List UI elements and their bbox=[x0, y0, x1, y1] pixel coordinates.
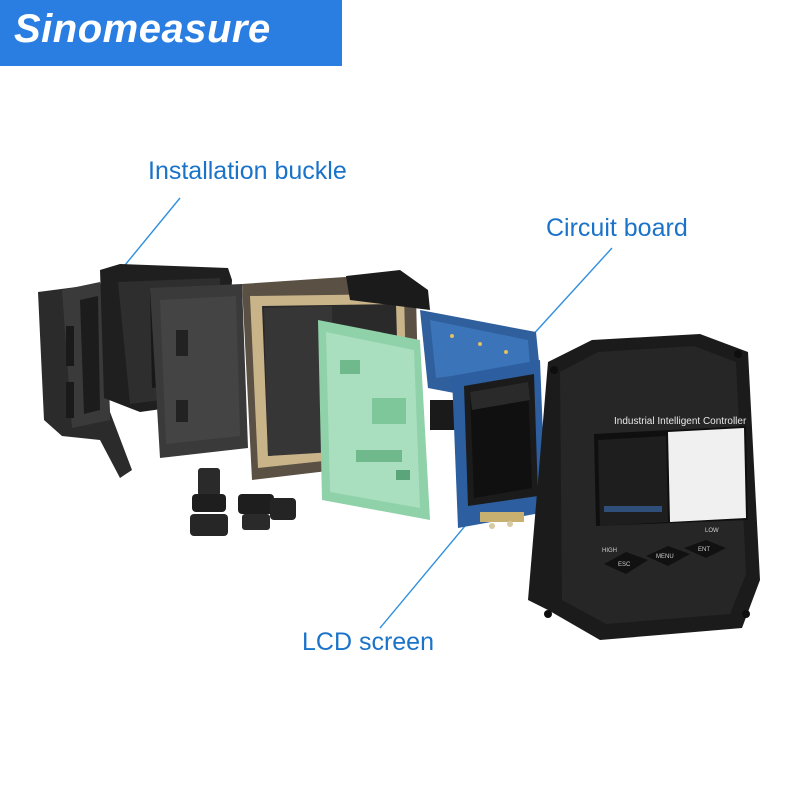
front-panel: Industrial Intelligent Controller HIGH L… bbox=[528, 334, 760, 640]
esc-button bbox=[604, 552, 648, 574]
brand-logo: Sinomeasure bbox=[0, 0, 342, 66]
leader-line-board bbox=[529, 247, 613, 339]
button-menu-label: MENU bbox=[656, 554, 674, 560]
cable-glands bbox=[190, 468, 296, 536]
indicator-low: LOW bbox=[705, 528, 719, 534]
lcd-module bbox=[452, 360, 546, 529]
callout-circuit-board: Circuit board bbox=[546, 214, 688, 242]
button-ent-label: ENT bbox=[698, 547, 710, 553]
indicator-high: HIGH bbox=[602, 548, 617, 554]
callout-installation-buckle: Installation buckle bbox=[148, 157, 347, 185]
button-esc-label: ESC bbox=[618, 562, 631, 568]
callout-lcd-screen: LCD screen bbox=[302, 628, 434, 656]
brand-name: Sinomeasure bbox=[14, 7, 271, 51]
green-circuit-board bbox=[318, 320, 430, 520]
ent-button bbox=[684, 540, 726, 558]
menu-button bbox=[646, 546, 690, 566]
panel-title: Industrial Intelligent Controller bbox=[614, 416, 747, 427]
